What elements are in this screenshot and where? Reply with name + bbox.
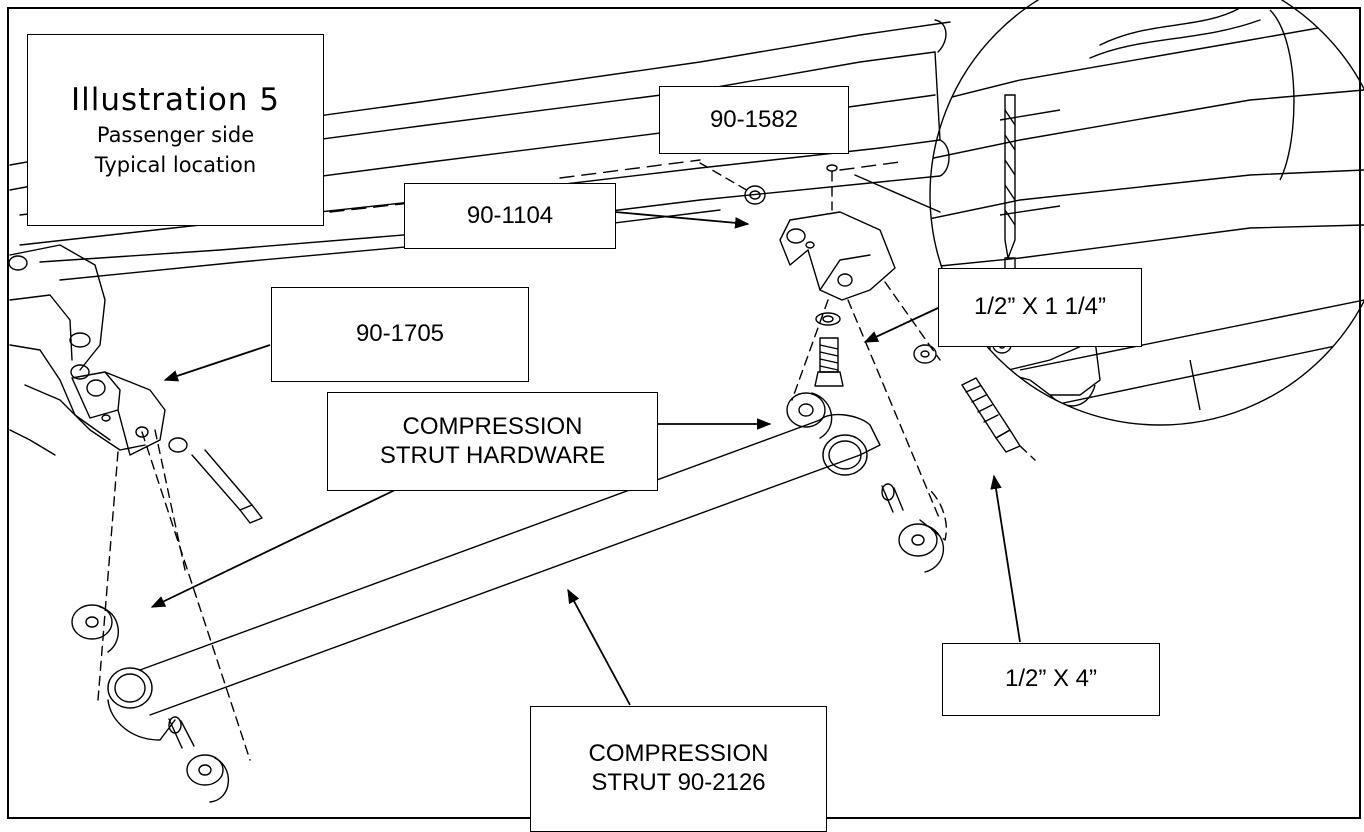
arrow-bolt-long — [990, 474, 1021, 643]
label-90-1582: 90-1582 — [659, 86, 849, 154]
arrow-bolt-short — [863, 307, 939, 343]
label-bolt-short: 1/2” X 1 1/4” — [938, 268, 1142, 347]
illustration-subtitle-1: Passenger side — [96, 123, 255, 148]
label-compression-strut: COMPRESSION STRUT 90-2126 — [530, 706, 827, 832]
center-long-bolt — [913, 344, 1036, 461]
detail-inset — [929, 0, 1364, 426]
label-strut-hardware-line1: COMPRESSION — [402, 412, 583, 440]
arrow-90-1104 — [614, 211, 750, 229]
illustration-subtitle-2: Typical location — [94, 152, 257, 177]
label-bolt-long-text: 1/2” X 4” — [1004, 665, 1098, 693]
label-90-1705-text: 90-1705 — [355, 320, 445, 348]
center-bracket — [699, 162, 941, 361]
label-bolt-long: 1/2” X 4” — [942, 643, 1160, 716]
arrow-90-1705 — [163, 344, 271, 382]
label-90-1582-text: 90-1582 — [709, 105, 799, 133]
illustration-title-box: Illustration 5 Passenger side Typical lo… — [27, 34, 324, 226]
left-frame-mount — [8, 244, 166, 456]
left-strut-end — [71, 429, 263, 803]
label-compression-strut-line2: STRUT 90-2126 — [591, 769, 766, 796]
label-compression-strut-line1: COMPRESSION — [588, 740, 769, 768]
label-90-1104: 90-1104 — [404, 183, 616, 249]
illustration-title: Illustration 5 — [70, 82, 281, 119]
label-90-1705: 90-1705 — [271, 287, 529, 382]
label-bolt-short-text: 1/2” X 1 1/4” — [973, 293, 1107, 321]
center-short-bolt — [791, 299, 941, 521]
label-strut-hardware-line2: STRUT HARDWARE — [379, 441, 606, 469]
leader-arrows — [150, 211, 1021, 706]
center-strut-end — [786, 392, 947, 573]
compression-strut-tube — [107, 413, 881, 741]
arrow-hardware-left — [150, 489, 396, 608]
label-90-1104-text: 90-1104 — [466, 201, 554, 229]
label-strut-hardware: COMPRESSION STRUT HARDWARE — [327, 392, 658, 491]
arrow-strut — [567, 588, 631, 706]
